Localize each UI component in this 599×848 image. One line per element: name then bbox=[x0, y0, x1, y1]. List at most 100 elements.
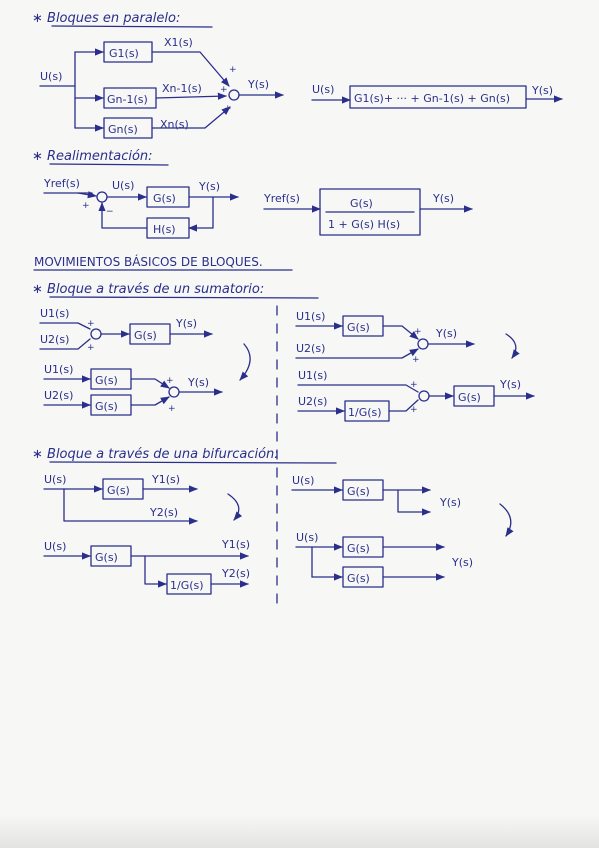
signal-xn-1: Xn-1(s) bbox=[162, 82, 202, 95]
signal-x1: X1(s) bbox=[164, 36, 193, 49]
summing-junction bbox=[96, 191, 108, 203]
block-inverse-g-label: 1/G(s) bbox=[170, 579, 204, 592]
feedback-eq-denominator: 1 + G(s) H(s) bbox=[328, 218, 400, 231]
parallel-input-label: U(s) bbox=[40, 70, 62, 83]
block-g-label: G(s) bbox=[134, 329, 157, 342]
block-g-label: G(s) bbox=[458, 391, 481, 404]
sign-minus: − bbox=[106, 207, 114, 217]
feedback-eq-input-label: Yref(s) bbox=[263, 192, 300, 205]
sign-plus: + bbox=[220, 85, 228, 95]
equivalence-curved-arrow bbox=[227, 493, 243, 521]
summer-output: Y(s) bbox=[499, 378, 521, 391]
equivalence-curved-arrow bbox=[239, 343, 251, 381]
arrow bbox=[397, 489, 431, 516]
heading-through-summer: ∗ Bloque a través de un sumatorio: bbox=[32, 282, 264, 297]
branch-y1: Y1(s) bbox=[221, 538, 250, 551]
branch-y1: Y1(s) bbox=[151, 473, 180, 486]
line bbox=[388, 399, 419, 412]
arrow bbox=[295, 348, 419, 359]
arrow bbox=[77, 191, 97, 199]
heading-underline bbox=[49, 461, 337, 464]
summer-output: Y(s) bbox=[175, 317, 197, 330]
summer-u1: U1(s) bbox=[296, 310, 325, 323]
sign-plus: + bbox=[414, 327, 422, 337]
equivalent-feedback-block bbox=[319, 188, 421, 236]
arrow bbox=[151, 106, 231, 129]
summing-junction bbox=[228, 89, 240, 101]
sign-plus: + bbox=[224, 104, 232, 114]
block-g1-label: G1(s) bbox=[109, 47, 139, 60]
branch-input: U(s) bbox=[44, 540, 66, 553]
feedback-return bbox=[98, 202, 148, 229]
summer-u1: U1(s) bbox=[298, 369, 327, 382]
heading-through-branch: ∗ Bloque a través de una bifurcación: bbox=[32, 447, 279, 462]
sign-plus: + bbox=[410, 405, 418, 415]
arrow bbox=[130, 396, 170, 406]
summing-junction bbox=[90, 328, 102, 340]
heading-underline bbox=[49, 163, 169, 166]
branch-input: U(s) bbox=[44, 473, 66, 486]
sign-plus: + bbox=[412, 355, 420, 365]
summing-junction bbox=[168, 386, 180, 398]
arrow bbox=[130, 378, 170, 389]
sign-plus: + bbox=[87, 319, 95, 329]
equivalent-output-label: Y(s) bbox=[531, 84, 553, 97]
parallel-output-label: Y(s) bbox=[247, 78, 269, 91]
block-g-label: G(s) bbox=[95, 551, 118, 564]
arrow bbox=[151, 51, 230, 87]
summer-output: Y(s) bbox=[435, 327, 457, 340]
equivalent-sum-block bbox=[349, 85, 527, 109]
summer-output: Y(s) bbox=[187, 376, 209, 389]
arrow bbox=[382, 325, 419, 340]
block-forward-label: G(s) bbox=[153, 192, 176, 205]
block-g-label: G(s) bbox=[107, 484, 130, 497]
block-feedback-label: H(s) bbox=[153, 223, 176, 236]
arrow bbox=[144, 555, 167, 588]
line bbox=[297, 384, 419, 393]
block-gn-label: Gn(s) bbox=[108, 123, 138, 136]
branch-output: Y(s) bbox=[451, 556, 473, 569]
block-inverse-g-label: 1/G(s) bbox=[348, 406, 382, 419]
block-g-label: G(s) bbox=[95, 400, 118, 413]
summer-u2: U2(s) bbox=[296, 342, 325, 355]
block-g-label: G(s) bbox=[347, 321, 370, 334]
sign-plus: + bbox=[87, 343, 95, 353]
heading-parallel: ∗ Bloques en paralelo: bbox=[32, 11, 180, 26]
sign-plus: + bbox=[229, 65, 237, 75]
feedback-path bbox=[188, 196, 214, 232]
branch-y2: Y2(s) bbox=[221, 567, 250, 580]
equivalence-curved-arrow bbox=[505, 333, 520, 359]
heading-underline bbox=[49, 296, 319, 299]
summer-u1: U1(s) bbox=[40, 307, 69, 320]
branch-output: Y(s) bbox=[439, 496, 461, 509]
heading-underline bbox=[51, 25, 213, 28]
heading-basic-moves: MOVIMIENTOS BÁSICOS DE BLOQUES. bbox=[34, 254, 263, 269]
feedback-eq-output-label: Y(s) bbox=[432, 192, 454, 205]
branch-input: U(s) bbox=[296, 531, 318, 544]
equivalence-curved-arrow bbox=[499, 503, 514, 537]
sign-plus: + bbox=[82, 201, 90, 211]
block-gn-1-label: Gn-1(s) bbox=[107, 93, 148, 106]
feedback-eq-numerator: G(s) bbox=[350, 197, 373, 210]
block-g-label: G(s) bbox=[95, 374, 118, 387]
summing-junction bbox=[418, 390, 430, 402]
feedback-control-label: U(s) bbox=[112, 179, 134, 192]
signal-xn: Xn(s) bbox=[160, 118, 189, 131]
sign-plus: + bbox=[168, 404, 176, 414]
arrow bbox=[155, 92, 227, 100]
block-g-label: G(s) bbox=[347, 572, 370, 585]
summer-u2: U2(s) bbox=[40, 333, 69, 346]
branch-y2: Y2(s) bbox=[149, 506, 178, 519]
sign-plus: + bbox=[410, 380, 418, 390]
line bbox=[39, 322, 91, 330]
equivalent-input-label: U(s) bbox=[312, 83, 334, 96]
summer-u2: U2(s) bbox=[44, 389, 73, 402]
equivalent-sum-label: G1(s)+ ··· + Gn-1(s) + Gn(s) bbox=[354, 92, 510, 105]
line bbox=[39, 338, 91, 350]
arrow bbox=[63, 488, 198, 525]
block-g-label: G(s) bbox=[347, 542, 370, 555]
feedback-output-label: Y(s) bbox=[198, 180, 220, 193]
summer-u1: U1(s) bbox=[44, 363, 73, 376]
block-g-label: G(s) bbox=[347, 485, 370, 498]
